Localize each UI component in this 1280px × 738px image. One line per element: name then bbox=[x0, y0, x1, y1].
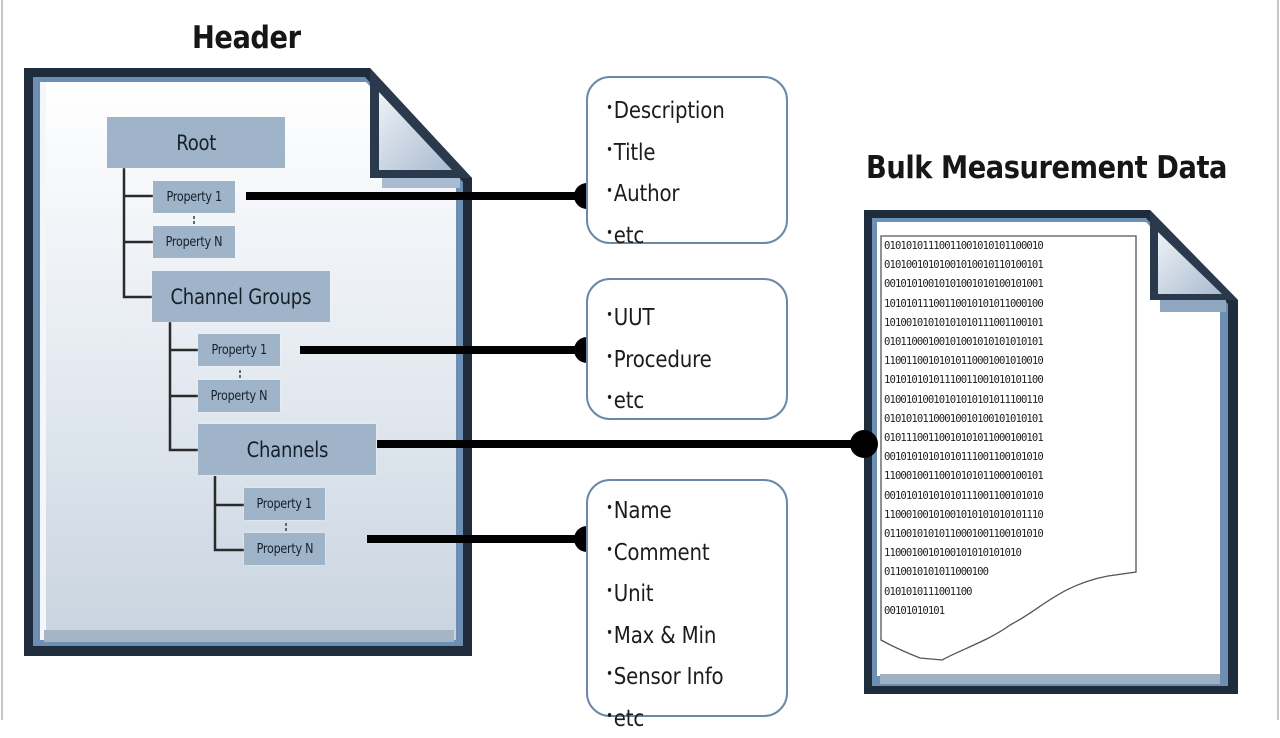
tree-node-channels-label: Channels bbox=[246, 438, 327, 462]
tree-node-root-property-1: Property 1 bbox=[153, 181, 235, 213]
channel-property-item: •Comment bbox=[606, 531, 761, 573]
binary-data-row: 00101010101010111001100101010 bbox=[884, 448, 1136, 467]
group-property-n-label: Property N bbox=[211, 389, 268, 404]
binary-data-row: 11001100101010110001001010010 bbox=[884, 352, 1136, 371]
file-properties-box: •Description•Title•Author•etc bbox=[586, 76, 788, 244]
binary-data-row: 01010101110011001010101100010 bbox=[884, 237, 1136, 256]
file-property-item: •etc bbox=[606, 214, 761, 256]
binary-data-row: 0101010111001100 bbox=[884, 583, 1136, 602]
channel-property-item: •Name bbox=[606, 489, 761, 531]
bullet-icon: • bbox=[606, 142, 613, 158]
binary-data-row: 11000100101001010101010101110 bbox=[884, 506, 1136, 525]
file-property-item: •Description bbox=[606, 89, 761, 131]
property-text: Description bbox=[614, 98, 725, 124]
channel-property-item: •Unit bbox=[606, 572, 761, 614]
root-property-1-label: Property 1 bbox=[166, 190, 221, 205]
bullet-icon: • bbox=[606, 183, 613, 199]
property-text: etc bbox=[614, 223, 644, 249]
binary-data-row: 00101010101 bbox=[884, 602, 1136, 621]
property-text: etc bbox=[614, 388, 644, 414]
channel-properties-box: •Name•Comment•Unit•Max & Min•Sensor Info… bbox=[586, 479, 788, 717]
tree-node-channel-groups-label: Channel Groups bbox=[171, 285, 312, 309]
group-property-item: •etc bbox=[606, 379, 761, 421]
group-property-item: •Procedure bbox=[606, 338, 761, 380]
tree-node-channels: Channels bbox=[198, 424, 376, 475]
bullet-icon: • bbox=[606, 225, 613, 241]
binary-data-row: 01010010101001010010110100101 bbox=[884, 256, 1136, 275]
binary-data-row: 01010101100010010100101010101 bbox=[884, 410, 1136, 429]
binary-data-row: 01011100110010101011000100101 bbox=[884, 429, 1136, 448]
binary-data-row: 10101011100110010101011000100 bbox=[884, 295, 1136, 314]
binary-data-row: 00101010010101001010100101001 bbox=[884, 275, 1136, 294]
file-property-item: •Author bbox=[606, 172, 761, 214]
bullet-icon: • bbox=[606, 349, 613, 365]
bullet-icon: • bbox=[606, 390, 613, 406]
tree-node-root-label: Root bbox=[176, 131, 216, 155]
binary-data-row: 11000100110010101011000100101 bbox=[884, 467, 1136, 486]
property-text: Procedure bbox=[614, 347, 712, 373]
bullet-icon: • bbox=[606, 666, 613, 682]
property-text: etc bbox=[614, 706, 644, 732]
property-text: Name bbox=[614, 498, 672, 524]
property-text: Title bbox=[614, 140, 656, 166]
header-page-fold-icon bbox=[370, 68, 472, 188]
property-text: Comment bbox=[614, 540, 710, 566]
group-property-item: •UUT bbox=[606, 296, 761, 338]
tree-node-channel-property-n: Property N bbox=[244, 533, 325, 565]
binary-data-row: 10100101010101010111001100101 bbox=[884, 314, 1136, 333]
tree-node-group-property-n: Property N bbox=[198, 380, 280, 412]
binary-data-row: 1100010010100101010101010 bbox=[884, 544, 1136, 563]
bullet-icon: • bbox=[606, 708, 613, 724]
tree-node-root-property-n: Property N bbox=[153, 226, 235, 258]
tree-node-group-property-1: Property 1 bbox=[198, 334, 280, 366]
channel-property-item: •Sensor Info bbox=[606, 655, 761, 697]
binary-data-row: 00101010101010111001100101010 bbox=[884, 487, 1136, 506]
bullet-icon: • bbox=[606, 625, 613, 641]
file-property-item: •Title bbox=[606, 131, 761, 173]
tree-node-channel-property-1: Property 1 bbox=[244, 488, 325, 520]
group-property-1-label: Property 1 bbox=[211, 343, 266, 358]
binary-data-row: 01011000100101001010101010101 bbox=[884, 333, 1136, 352]
property-text: UUT bbox=[614, 305, 655, 331]
bullet-icon: • bbox=[606, 542, 613, 558]
bullet-icon: • bbox=[606, 500, 613, 516]
channel-property-item: •Max & Min bbox=[606, 614, 761, 656]
channel-property-item: •etc bbox=[606, 697, 761, 738]
bulk-page-fold-icon bbox=[1150, 210, 1238, 312]
tree-node-root: Root bbox=[107, 117, 285, 168]
binary-data-row: 0110010101011000100 bbox=[884, 563, 1136, 582]
group-properties-box: •UUT•Procedure•etc bbox=[586, 278, 788, 420]
property-text: Sensor Info bbox=[614, 664, 724, 690]
binary-data-row: 10101010101110011001010101100 bbox=[884, 371, 1136, 390]
binary-data-row: 01001010010101010101011100110 bbox=[884, 391, 1136, 410]
root-property-n-label: Property N bbox=[166, 235, 223, 250]
channel-property-1-label: Property 1 bbox=[257, 497, 312, 512]
bullet-icon: • bbox=[606, 583, 613, 599]
property-text: Max & Min bbox=[614, 623, 716, 649]
property-text: Unit bbox=[614, 581, 654, 607]
tree-node-channel-groups: Channel Groups bbox=[152, 271, 330, 322]
channel-property-n-label: Property N bbox=[256, 542, 313, 557]
binary-data-row: 01100101010110001001100101010 bbox=[884, 525, 1136, 544]
bullet-icon: • bbox=[606, 307, 613, 323]
property-text: Author bbox=[614, 181, 680, 207]
bullet-icon: • bbox=[606, 100, 613, 116]
